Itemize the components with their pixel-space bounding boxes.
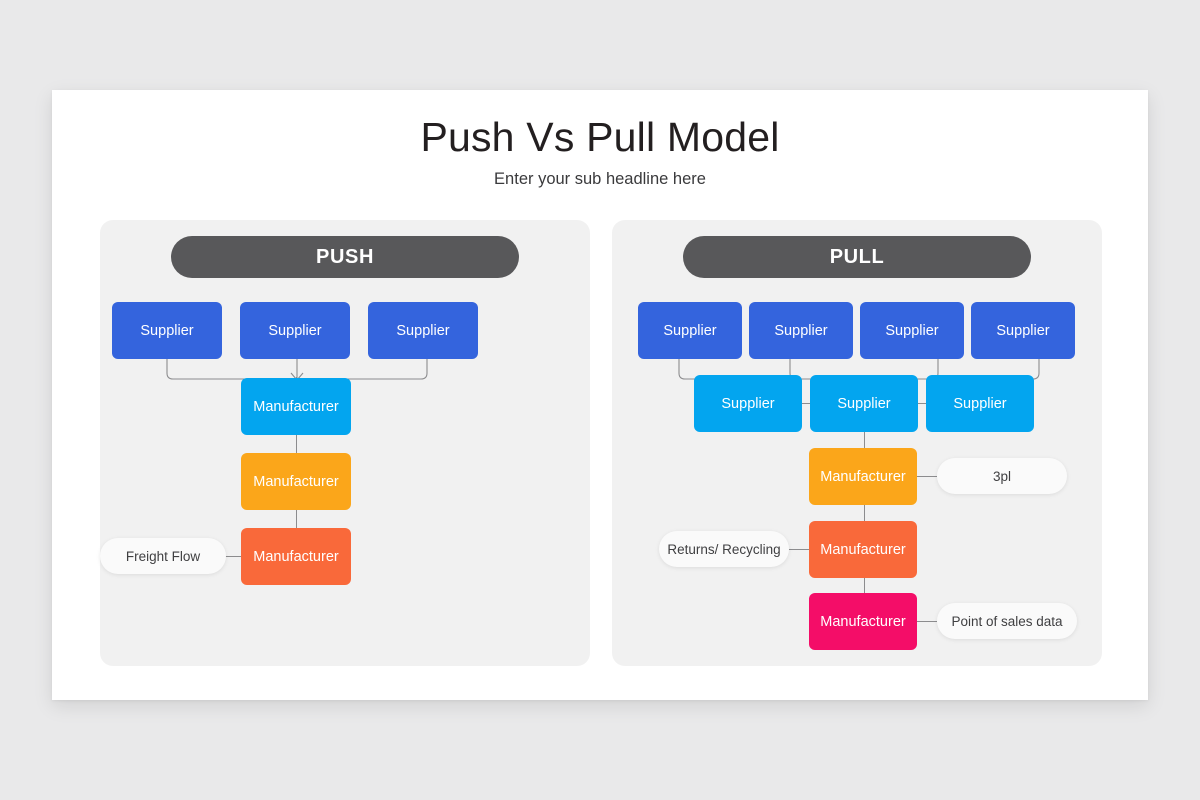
push-manufacturer-1[interactable]: Manufacturer: [241, 378, 351, 435]
pill-label: 3pl: [992, 468, 1011, 484]
push-panel: PUSH Supplier Supplier Supplier Manufact…: [100, 220, 590, 666]
pill-label: Point of sales data: [951, 613, 1063, 629]
pull-callout-connector-3pl: [917, 476, 937, 477]
node-label: Manufacturer: [820, 541, 906, 558]
push-supplier-2[interactable]: Supplier: [240, 302, 350, 359]
node-label: Supplier: [885, 322, 939, 339]
pull-supplier-row1-2[interactable]: Supplier: [749, 302, 853, 359]
page-subtitle: Enter your sub headline here: [494, 170, 706, 188]
pull-connector-2: [864, 505, 865, 536]
page-title: Push Vs Pull Model: [420, 114, 780, 160]
node-label: Supplier: [721, 395, 775, 412]
node-label: Manufacturer: [253, 548, 339, 565]
node-label: Supplier: [268, 322, 322, 339]
node-label: Supplier: [140, 322, 194, 339]
pull-manufacturer-2[interactable]: Manufacturer: [809, 521, 917, 578]
node-label: Manufacturer: [253, 398, 339, 415]
pull-callout-connector-returns: [789, 549, 809, 550]
pull-manufacturer-1[interactable]: Manufacturer: [809, 448, 917, 505]
push-manufacturer-3[interactable]: Manufacturer: [241, 528, 351, 585]
pull-supplier-row2-3[interactable]: Supplier: [926, 375, 1034, 432]
push-callout-connector: [223, 556, 243, 557]
pull-supplier-row1-1[interactable]: Supplier: [638, 302, 742, 359]
pill-label: Returns/ Recycling: [667, 541, 781, 557]
pull-supplier-row1-3[interactable]: Supplier: [860, 302, 964, 359]
pill-label: Freight Flow: [125, 548, 201, 564]
node-label: Supplier: [837, 395, 891, 412]
pull-row2-connector-left: [802, 403, 810, 404]
pull-callout-connector-pos: [917, 621, 937, 622]
node-label: Supplier: [953, 395, 1007, 412]
push-callout-freight-flow[interactable]: Freight Flow: [100, 538, 226, 574]
node-label: Supplier: [996, 322, 1050, 339]
push-manufacturer-2[interactable]: Manufacturer: [241, 453, 351, 510]
pull-supplier-row2-1[interactable]: Supplier: [694, 375, 802, 432]
push-connector-3: [296, 510, 297, 544]
node-label: Supplier: [663, 322, 717, 339]
pull-panel: PULL Supplier Supplier Supplier Supplier…: [612, 220, 1102, 666]
pull-header-bar: PULL: [683, 236, 1031, 278]
pull-row2-connector-right: [918, 403, 926, 404]
node-label: Supplier: [774, 322, 828, 339]
pull-callout-point-of-sales-data[interactable]: Point of sales data: [937, 603, 1077, 639]
push-supplier-3[interactable]: Supplier: [368, 302, 478, 359]
node-label: Manufacturer: [820, 468, 906, 485]
pull-callout-returns-recycling[interactable]: Returns/ Recycling: [659, 531, 789, 567]
pull-supplier-row2-2[interactable]: Supplier: [810, 375, 918, 432]
slide-canvas: Push Vs Pull Model Enter your sub headli…: [52, 90, 1148, 700]
push-header-bar: PUSH: [171, 236, 519, 278]
pull-manufacturer-3[interactable]: Manufacturer: [809, 593, 917, 650]
push-supplier-1[interactable]: Supplier: [112, 302, 222, 359]
node-label: Manufacturer: [253, 473, 339, 490]
pull-supplier-row1-4[interactable]: Supplier: [971, 302, 1075, 359]
node-label: Manufacturer: [820, 613, 906, 630]
node-label: Supplier: [396, 322, 450, 339]
pull-callout-3pl[interactable]: 3pl: [937, 458, 1067, 494]
push-connector-2: [296, 435, 297, 469]
